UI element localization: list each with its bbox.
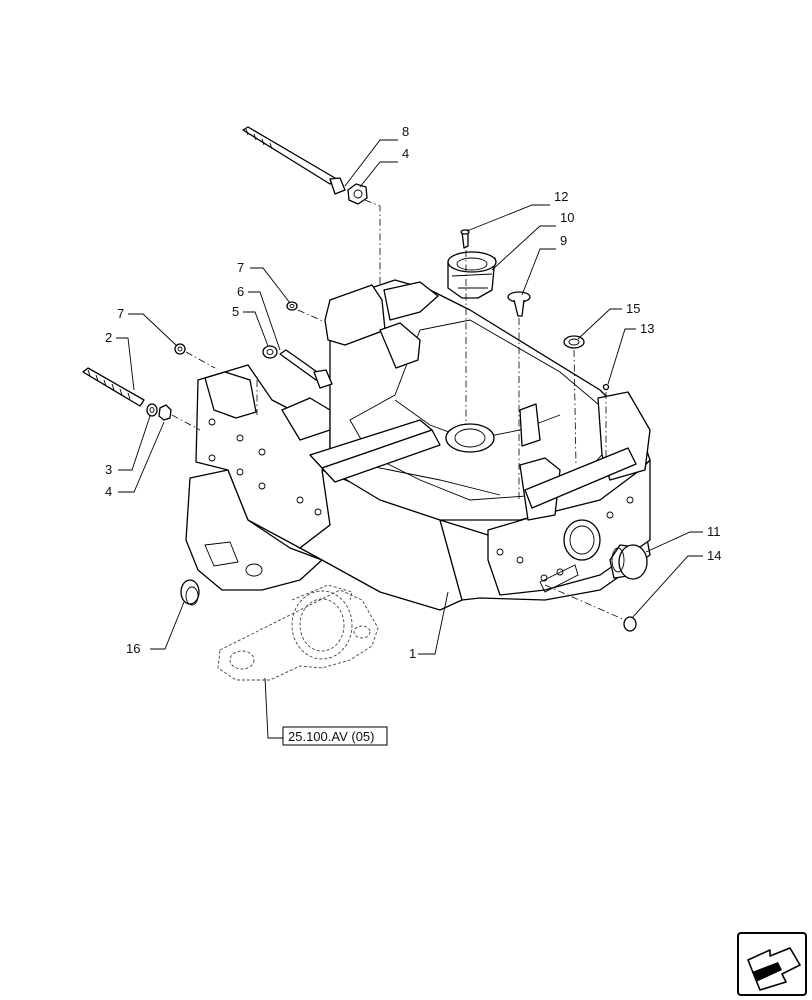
callout-3: 3 (105, 462, 112, 477)
cover-11 (609, 544, 648, 580)
ring-16 (180, 579, 200, 606)
callout-6: 6 (237, 284, 244, 299)
reference-link[interactable]: 25.100.AV (05) (282, 726, 388, 746)
plug-13 (602, 383, 610, 391)
front-support-housing (185, 279, 651, 611)
screw-12 (460, 229, 470, 249)
filler-neck-10 (447, 251, 497, 299)
callout-15: 15 (626, 301, 640, 316)
alignment-line (297, 309, 326, 323)
washer-7-lower (174, 343, 186, 355)
callout-9: 9 (560, 233, 567, 248)
leader-lines (116, 139, 703, 739)
callout-4: 4 (105, 484, 112, 499)
alignment-line (171, 414, 201, 431)
seal-14 (623, 616, 637, 632)
callout-14: 14 (707, 548, 721, 563)
washer-3 (146, 403, 158, 417)
callout-13: 13 (640, 321, 654, 336)
alignment-line (185, 351, 216, 369)
callout-10: 10 (560, 210, 574, 225)
bolt-2 (82, 367, 145, 407)
callout-1: 1 (409, 646, 416, 661)
callout-4: 4 (402, 146, 409, 161)
alignment-line (573, 349, 577, 466)
alignment-line (364, 199, 381, 285)
nut-4-lower (158, 404, 172, 421)
callout-11: 11 (707, 524, 721, 539)
callout-7: 7 (237, 260, 244, 275)
callout-8: 8 (402, 124, 409, 139)
bolt-6 (279, 349, 333, 389)
callout-2: 2 (105, 330, 112, 345)
plug-15 (563, 335, 585, 349)
reference-axle-support-ghost (217, 584, 379, 681)
callout-16: 16 (126, 641, 140, 656)
callout-labels: 8 4 12 10 9 7 6 5 7 2 15 13 3 4 11 14 16… (105, 124, 721, 661)
nut-4-top (347, 183, 368, 205)
callout-12: 12 (554, 189, 568, 204)
washer-7-upper (286, 301, 298, 311)
callout-5: 5 (232, 304, 239, 319)
next-page-arrow-icon[interactable] (737, 932, 807, 996)
callout-7: 7 (117, 306, 124, 321)
washer-5 (262, 345, 278, 359)
long-bolt-8 (242, 126, 346, 195)
tag-9 (507, 291, 531, 317)
alignment-line (544, 584, 626, 621)
reference-label: 25.100.AV (05) (288, 729, 374, 744)
